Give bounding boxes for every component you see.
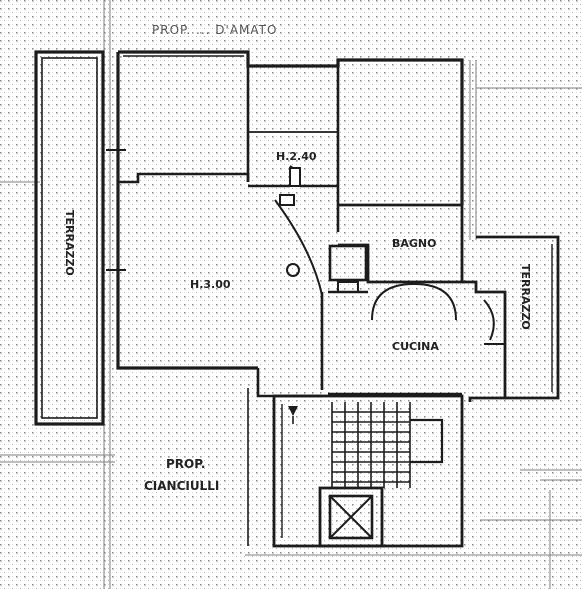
stair-arrow-icon: [288, 406, 298, 416]
terrace-left-label: TERRAZZO: [63, 210, 76, 276]
walls: [34, 50, 560, 548]
top-neighbor-label: PROP. ... D'AMATO: [152, 23, 277, 37]
kitchen-label: CUCINA: [392, 340, 439, 353]
stair-treads: [331, 402, 444, 488]
room-label-h240: H.2.40: [276, 150, 317, 163]
bathroom-label: BAGNO: [392, 237, 436, 250]
terrace-right-label: TERRAZZO: [519, 264, 532, 330]
neighbor-label-line1: PROP.: [166, 457, 205, 471]
door-marks: [106, 149, 506, 345]
neighbor-label-line2: CIANCIULLI: [144, 479, 219, 493]
round-fixture-icon: [286, 263, 300, 277]
room-label-h300: H.3.00: [190, 278, 231, 291]
